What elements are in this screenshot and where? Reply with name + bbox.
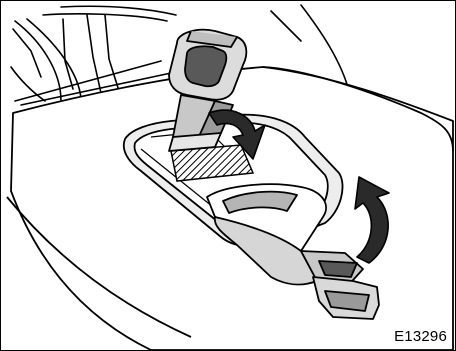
figure-code-label: E13296: [394, 329, 447, 344]
